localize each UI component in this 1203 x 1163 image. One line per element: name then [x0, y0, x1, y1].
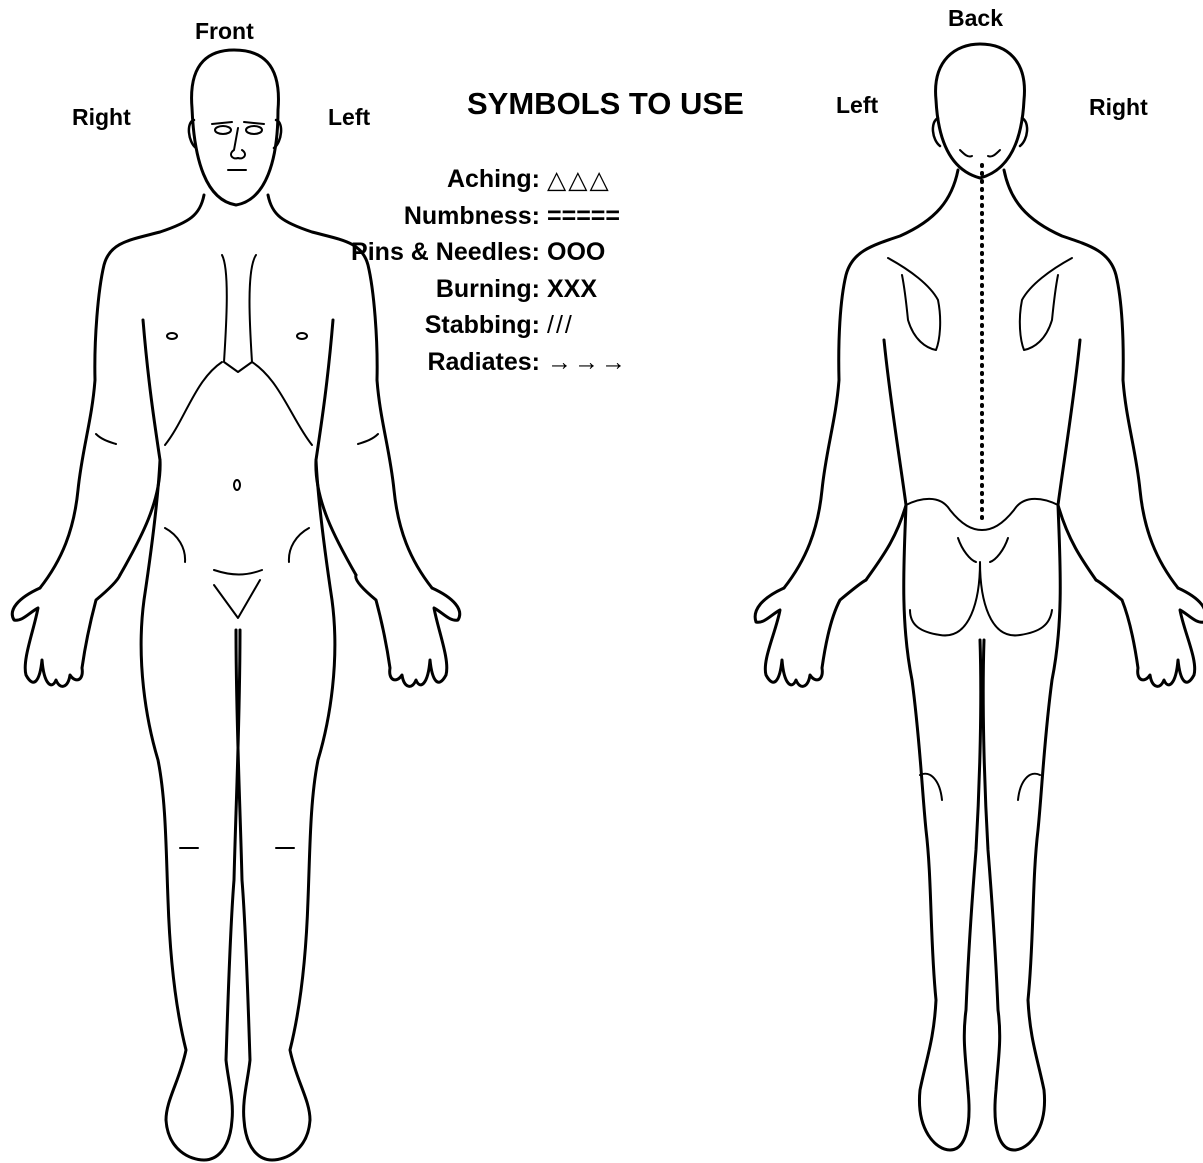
front-head — [192, 50, 279, 205]
burning-symbol: XXX — [547, 275, 597, 304]
back-figure — [755, 44, 1203, 1150]
back-ears — [933, 118, 1027, 146]
legend-name: Numbness: — [404, 202, 540, 231]
back-right-side-label: Right — [1089, 94, 1148, 121]
symbol-legend: Aching: △△△ Numbness: ===== Pins & Needl… — [400, 165, 780, 384]
back-right-hand — [1096, 580, 1203, 686]
back-head — [936, 44, 1025, 178]
legend-row-aching: Aching: △△△ — [400, 165, 780, 202]
numbness-symbol: ===== — [547, 202, 620, 231]
back-torso — [784, 170, 1178, 588]
legend-name: Pins & Needles: — [351, 238, 540, 267]
legend-title: SYMBOLS TO USE — [467, 86, 744, 122]
legend-name: Radiates: — [427, 348, 540, 377]
front-left-side-label: Left — [328, 104, 370, 131]
front-right-hand — [12, 575, 120, 686]
back-legs — [904, 505, 1061, 1150]
pins-needles-symbol: OOO — [547, 238, 605, 267]
front-left-hand — [356, 575, 460, 686]
legend-name: Stabbing: — [425, 311, 540, 340]
radiates-symbol: →→→ — [547, 348, 628, 377]
back-view-title: Back — [948, 5, 1003, 32]
front-view-title: Front — [195, 18, 254, 45]
back-left-side-label: Left — [836, 92, 878, 119]
legend-row-numbness: Numbness: ===== — [400, 202, 780, 239]
front-figure — [12, 50, 459, 1160]
legend-row-pins-needles: Pins & Needles: OOO — [400, 238, 780, 275]
front-right-side-label: Right — [72, 104, 131, 131]
legend-name: Burning: — [436, 275, 540, 304]
legend-row-radiates: Radiates: →→→ — [400, 348, 780, 385]
legend-row-stabbing: Stabbing: /// — [400, 311, 780, 348]
front-legs — [141, 460, 335, 1160]
back-left-hand — [755, 580, 866, 686]
stabbing-symbol: /// — [547, 311, 574, 340]
aching-symbol: △△△ — [547, 165, 611, 195]
front-inner-arms — [120, 320, 356, 575]
legend-row-burning: Burning: XXX — [400, 275, 780, 312]
legend-name: Aching: — [447, 165, 540, 194]
front-face — [212, 122, 264, 170]
